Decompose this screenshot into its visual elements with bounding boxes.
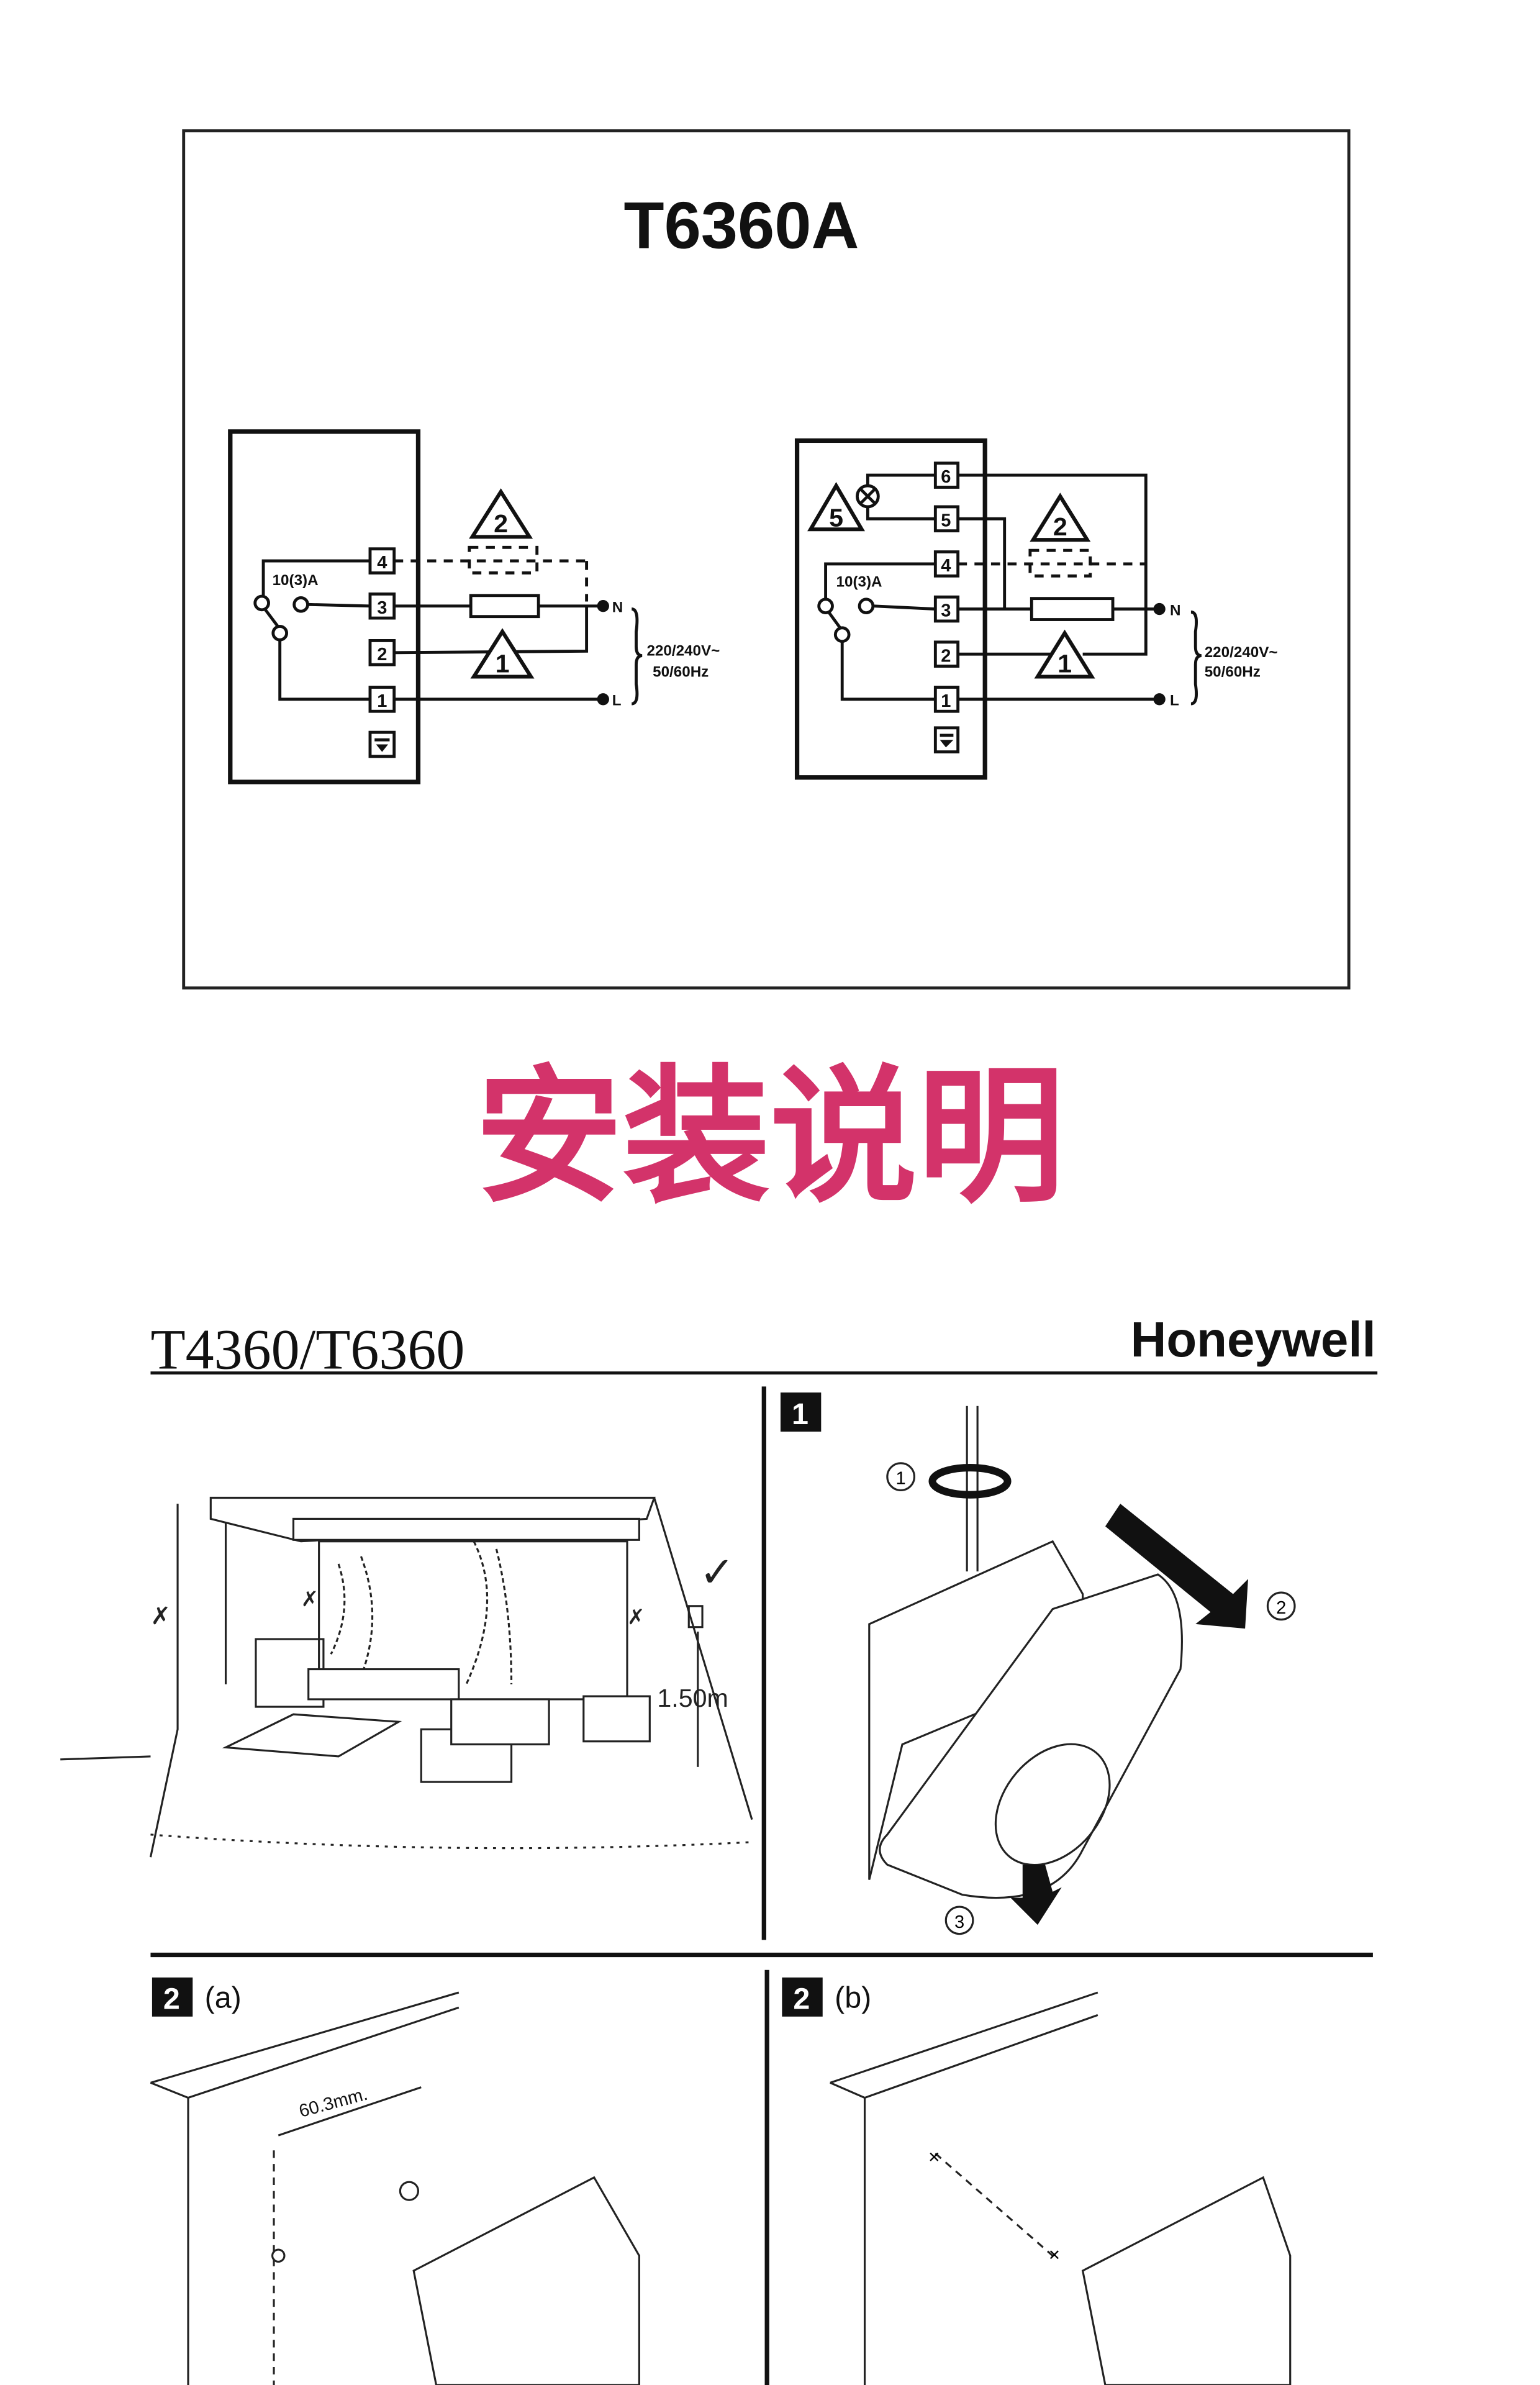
check-mark-icon: ✓ xyxy=(699,1547,735,1596)
svg-text:(a): (a) xyxy=(205,1981,242,2014)
model-title: T6360A xyxy=(624,188,859,262)
wiring-diagram-right: 5 10(3)A 6 5 4 3 2 1 N L 220/240V~ 50/60… xyxy=(794,438,1278,780)
svg-text:1: 1 xyxy=(896,1469,906,1489)
terminal-6: 6 xyxy=(933,461,960,489)
note-triangle-2: 2 xyxy=(1030,493,1091,542)
svg-text:1: 1 xyxy=(941,691,951,711)
svg-text:2: 2 xyxy=(377,645,387,665)
earth-terminal-icon xyxy=(368,730,396,758)
svg-text:L: L xyxy=(1170,693,1179,709)
svg-text:5: 5 xyxy=(829,503,843,532)
terminal-4: 4 xyxy=(933,550,960,578)
svg-text:(b): (b) xyxy=(835,1981,871,2014)
svg-text:2: 2 xyxy=(494,509,508,538)
cross-mark-icon: ✕ xyxy=(928,2150,940,2166)
svg-text:220/240V~: 220/240V~ xyxy=(646,643,720,660)
svg-text:N: N xyxy=(1170,602,1180,619)
svg-text:6: 6 xyxy=(941,467,951,487)
svg-text:3: 3 xyxy=(941,601,951,621)
live-terminal-dot xyxy=(597,693,609,706)
svg-text:L: L xyxy=(612,693,622,709)
brand-logo: Honeywell xyxy=(1131,1312,1376,1367)
cross-mark-icon: ✗ xyxy=(150,1602,170,1630)
terminal-1: 1 xyxy=(368,686,396,713)
svg-text:1: 1 xyxy=(792,1397,808,1431)
load-resistor xyxy=(1030,597,1115,621)
terminal-3: 3 xyxy=(368,592,396,620)
rating-label: 10(3)A xyxy=(273,572,319,589)
neutral-terminal-dot xyxy=(597,600,609,612)
svg-text:5: 5 xyxy=(941,511,951,530)
svg-text:N: N xyxy=(612,599,623,616)
cross-mark-icon: ✗ xyxy=(301,1587,319,1611)
arrow-icon xyxy=(1010,1865,1062,1925)
note-triangle-1: 1 xyxy=(470,628,535,679)
terminal-4: 4 xyxy=(368,547,396,575)
svg-text:2: 2 xyxy=(163,1983,180,2016)
arrow-icon xyxy=(1105,1504,1248,1629)
cross-mark-icon: ✕ xyxy=(1048,2247,1061,2264)
svg-text:4: 4 xyxy=(377,553,387,573)
svg-text:4: 4 xyxy=(941,556,951,576)
note-triangle-2: 2 xyxy=(469,488,533,539)
mounting-height-label: 1.50m xyxy=(657,1684,728,1712)
terminal-2: 2 xyxy=(933,640,960,668)
svg-text:1: 1 xyxy=(1058,649,1072,678)
svg-text:50/60Hz: 50/60Hz xyxy=(1205,664,1261,681)
terminal-2: 2 xyxy=(368,639,396,666)
wiring-diagram-left: 10(3)A 4 3 2 1 N L 220/240V~ 50/60Hz 2 1 xyxy=(228,429,720,784)
svg-text:220/240V~: 220/240V~ xyxy=(1205,644,1278,661)
svg-text:2: 2 xyxy=(793,1983,810,2016)
terminal-5: 5 xyxy=(933,505,960,533)
svg-text:2: 2 xyxy=(941,646,951,666)
svg-text:2: 2 xyxy=(1276,1598,1286,1618)
step-1-panel: 1 1 2 3 xyxy=(780,1392,1296,1935)
manual-model: T4360/T6360 xyxy=(150,1317,464,1381)
svg-text:3: 3 xyxy=(377,598,387,618)
svg-text:10(3)A: 10(3)A xyxy=(836,573,882,590)
svg-text:1: 1 xyxy=(377,691,387,711)
svg-text:3: 3 xyxy=(954,1912,964,1932)
earth-terminal-icon xyxy=(933,726,960,754)
svg-text:50/60Hz: 50/60Hz xyxy=(653,664,709,681)
load-resistor xyxy=(469,594,540,619)
installation-instructions-title: 安装说明 xyxy=(475,1052,1064,1223)
cross-mark-icon: ✗ xyxy=(627,1605,645,1629)
step-2b-panel: 2 (b) ✕ ✕ xyxy=(782,1977,1292,2385)
rotate-icon xyxy=(928,1464,1012,1499)
step-2a-panel: 2 (a) 60.3mm. xyxy=(150,1977,640,2385)
room-placement-illustration: ✗ ✗ ✗ ✓ 1.50m xyxy=(60,1496,753,1858)
svg-text:1: 1 xyxy=(496,649,510,678)
terminal-1: 1 xyxy=(933,686,960,713)
note-triangle-5: 5 xyxy=(807,482,865,532)
note-triangle-1: 1 xyxy=(1034,629,1095,679)
terminal-3: 3 xyxy=(933,595,960,623)
svg-text:2: 2 xyxy=(1053,512,1067,541)
